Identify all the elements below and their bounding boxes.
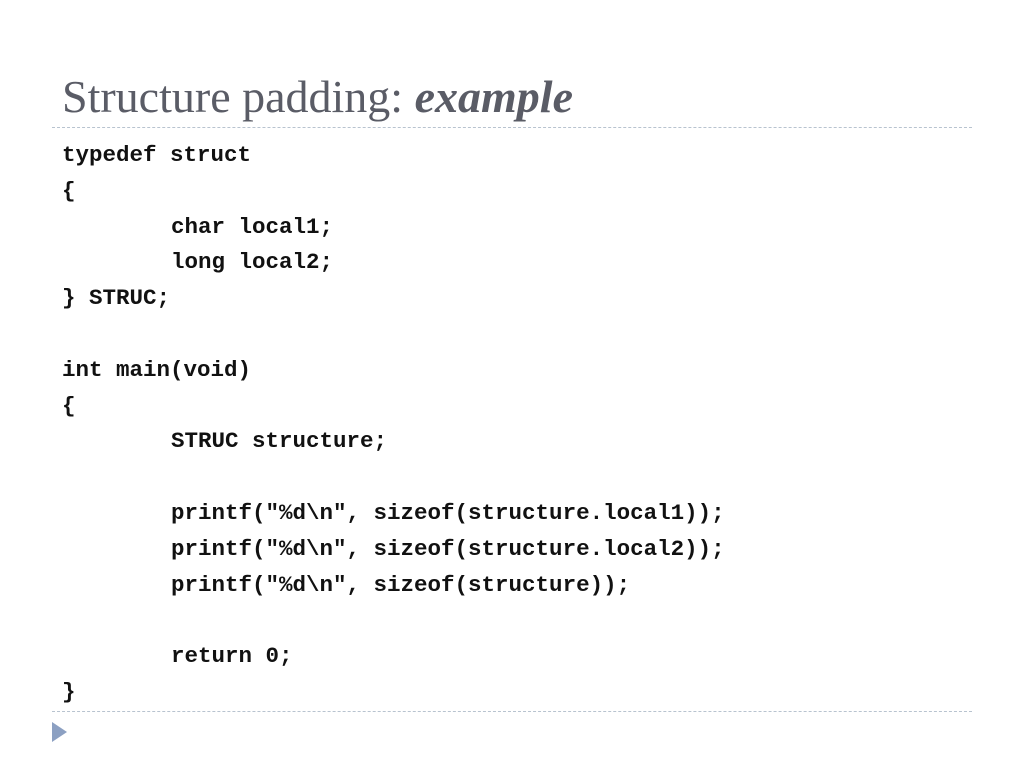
bottom-divider [52, 711, 972, 712]
code-line: printf("%d\n", sizeof(structure.local1))… [171, 499, 725, 526]
code-line [62, 603, 962, 639]
code-line: STRUC structure; [171, 428, 388, 455]
code-line: { [62, 177, 76, 204]
top-divider [52, 127, 972, 128]
slide-title-text: Structure padding: [62, 71, 415, 122]
code-line: printf("%d\n", sizeof(structure)); [171, 571, 631, 598]
code-line: } [62, 678, 76, 705]
code-line: return 0; [171, 643, 293, 670]
slide-title-emphasis: example [414, 71, 573, 122]
triangle-bullet-icon [52, 722, 67, 742]
code-line: } STRUC; [62, 285, 171, 312]
code-line: printf("%d\n", sizeof(structure.local2))… [171, 535, 725, 562]
code-line: int main(void) [62, 356, 252, 383]
code-line: long local2; [171, 249, 334, 276]
code-line: char local1; [171, 213, 334, 240]
code-line: { [62, 392, 76, 419]
code-line [62, 460, 962, 496]
code-line [62, 317, 962, 353]
slide-title: Structure padding: example [62, 68, 573, 126]
code-block: typedef struct { char local1; long local2;}… [62, 138, 962, 711]
code-line: typedef struct [62, 142, 252, 168]
